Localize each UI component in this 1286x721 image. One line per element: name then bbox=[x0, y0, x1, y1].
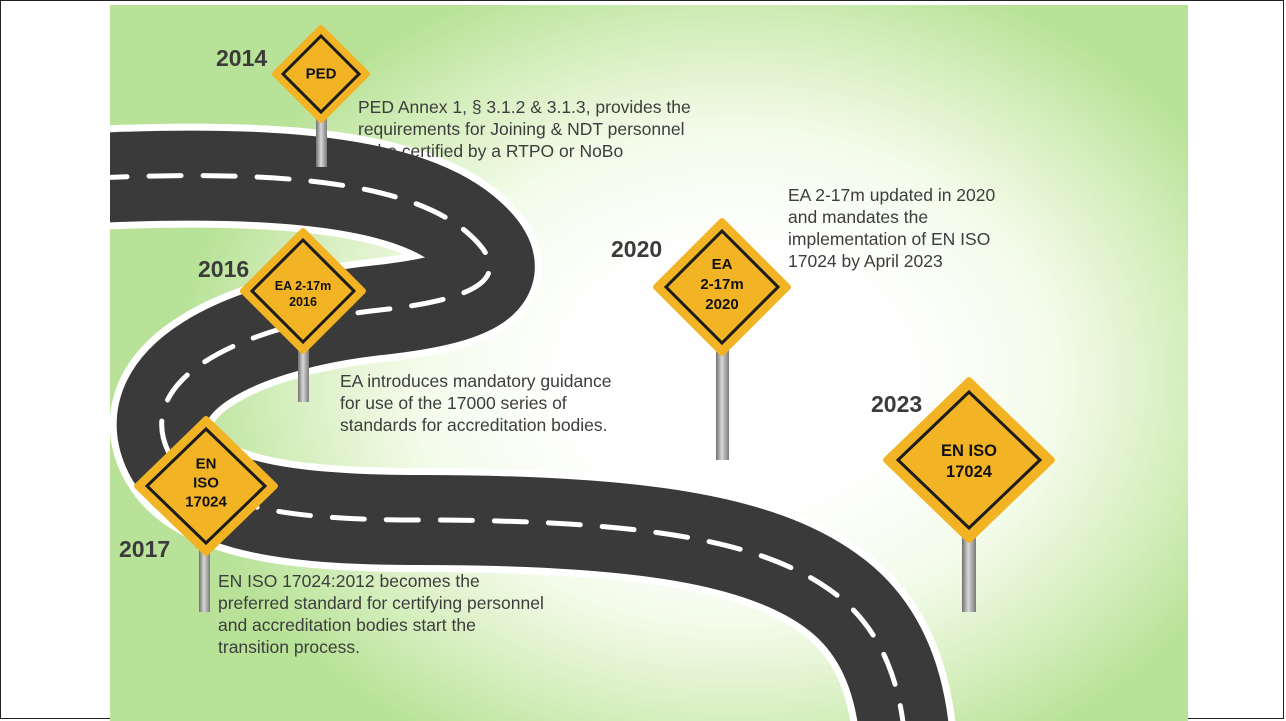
sign-pole-2016 bbox=[298, 330, 309, 402]
milestone-note-2014: PED Annex 1, § 3.1.2 & 3.1.3, provides t… bbox=[358, 97, 691, 161]
sign-label-2014: PED bbox=[305, 65, 337, 83]
sign-label-2016: EA 2-17m 2016 bbox=[274, 279, 332, 309]
year-label-2016: 2016 bbox=[198, 256, 250, 282]
year-label-2014: 2014 bbox=[216, 45, 268, 71]
warning-sign-2023 bbox=[883, 377, 1055, 543]
year-label-2017: 2017 bbox=[119, 536, 171, 562]
year-label-2023: 2023 bbox=[871, 391, 923, 417]
sign-pole-2020 bbox=[716, 345, 729, 460]
milestone-note-2016: EA introduces mandatory guidance for use… bbox=[340, 371, 612, 435]
warning-sign-2016 bbox=[240, 228, 366, 354]
sign-label-2020: EA 2-17m 2020 bbox=[700, 256, 744, 313]
sign-label-2017: EN ISO 17024 bbox=[185, 455, 227, 511]
sign-label-2023: EN ISO 17024 bbox=[941, 442, 997, 481]
year-label-2020: 2020 bbox=[611, 236, 663, 262]
milestone-note-2017: EN ISO 17024:2012 becomes the preferred … bbox=[218, 571, 544, 657]
warning-sign-2014 bbox=[272, 25, 370, 123]
sign-pole-2023 bbox=[962, 530, 976, 612]
sign-pole-2017 bbox=[199, 540, 210, 612]
milestone-note-2020: EA 2-17m updated in 2020 and mandates th… bbox=[788, 185, 996, 271]
sign-pole-2014 bbox=[316, 95, 327, 167]
warning-sign-2017 bbox=[134, 416, 278, 556]
warning-sign-2020 bbox=[653, 218, 791, 356]
